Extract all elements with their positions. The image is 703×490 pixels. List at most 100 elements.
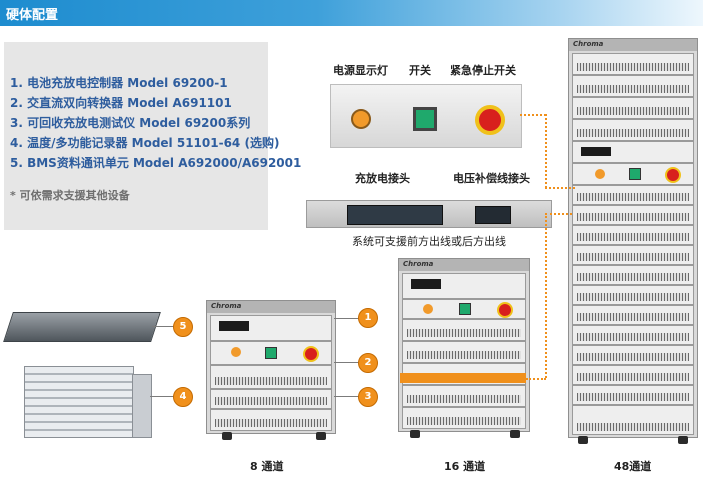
leader-line-5 (152, 326, 174, 327)
switch-panel (330, 84, 522, 148)
leader-line-4 (150, 396, 174, 397)
power-switch-icon[interactable] (413, 107, 437, 131)
power-indicator-label: 电源显示灯 (333, 64, 388, 77)
emergency-stop-label: 紧急停止开关 (450, 64, 516, 77)
connector-panel (306, 200, 552, 228)
rack-48ch-module (572, 305, 694, 325)
rack-8ch-brand: Chroma (211, 302, 242, 310)
badge-3: 3 (358, 387, 378, 407)
rack-48ch-switch-panel (572, 163, 694, 185)
display-icon (411, 279, 441, 289)
rack-16ch-brand: Chroma (403, 260, 434, 268)
rack-48ch-module (572, 365, 694, 385)
rack-48ch-module (572, 385, 694, 405)
vent (577, 273, 689, 281)
dotted-connector (545, 213, 547, 378)
rack-48ch-module (572, 325, 694, 345)
vent (577, 213, 689, 221)
wheel-icon (222, 432, 232, 440)
vent (577, 233, 689, 241)
vent (215, 419, 327, 427)
temperature-recorder-device (24, 366, 134, 438)
section-header: 硬体配置 (0, 0, 703, 26)
power-lamp-icon (231, 347, 241, 357)
vent (215, 397, 327, 405)
vent (407, 329, 521, 337)
vent (577, 193, 689, 201)
power-switch-icon (265, 347, 277, 359)
vent (407, 351, 521, 359)
rack-8ch-converter (210, 365, 332, 389)
rack-48ch-module (572, 345, 694, 365)
bms-unit-device (3, 312, 161, 342)
rack-48ch-top: Chroma (569, 39, 697, 51)
vent (407, 417, 521, 425)
rack-48ch-module (572, 119, 694, 141)
vent (577, 393, 689, 401)
vent (577, 129, 689, 137)
vent (577, 85, 689, 93)
connector-highlight (400, 373, 526, 383)
dotted-connector (545, 114, 547, 188)
rack-16ch-top: Chroma (399, 259, 529, 271)
rack-48ch-module (572, 405, 694, 435)
rack-48ch-brand: Chroma (573, 40, 604, 48)
hardware-item-1: 1. 电池充放电控制器 Model 69200-1 (10, 76, 228, 90)
sense-connector-label: 电压补偿线接头 (453, 172, 530, 185)
rack-48ch-module (572, 245, 694, 265)
vent (577, 293, 689, 301)
vent (577, 107, 689, 115)
rack-16ch-module (402, 341, 526, 363)
rack-8ch: Chroma (206, 300, 336, 434)
rack-48ch-module (572, 265, 694, 285)
vent (577, 253, 689, 261)
emergency-stop-icon[interactable] (475, 105, 505, 135)
dotted-connector (526, 378, 546, 380)
rack-16ch-switch-panel (402, 299, 526, 319)
power-lamp-icon (351, 109, 371, 129)
wheel-icon (316, 432, 326, 440)
vent (577, 63, 689, 71)
vent (577, 423, 689, 431)
leader-line-1 (334, 318, 360, 319)
vent (407, 395, 521, 403)
leader-line-2 (334, 362, 360, 363)
wheel-icon (410, 430, 420, 438)
vent (577, 353, 689, 361)
rack-48ch: Chroma (568, 38, 698, 438)
rack-48ch-module (572, 225, 694, 245)
charge-connector-icon (347, 205, 443, 225)
power-switch-icon (459, 303, 471, 315)
channel-label-8: 8 通道 (250, 460, 284, 473)
vent (215, 377, 327, 385)
rack-16ch-module (402, 385, 526, 407)
rack-48ch-module (572, 53, 694, 75)
rack-48ch-module (572, 185, 694, 205)
badge-1: 1 (358, 308, 378, 328)
emergency-stop-icon (303, 346, 319, 362)
power-lamp-icon (423, 304, 433, 314)
rack-48ch-module (572, 205, 694, 225)
badge-4: 4 (173, 387, 193, 407)
channel-label-16: 16 通道 (444, 460, 486, 473)
hardware-item-5: 5. BMS资料通讯单元 Model A692000/A692001 (10, 156, 302, 170)
rack-8ch-top: Chroma (207, 301, 335, 313)
badge-2: 2 (358, 353, 378, 373)
hardware-item-2: 2. 交直流双向转换器 Model A691101 (10, 96, 232, 110)
vent (577, 333, 689, 341)
sense-connector-icon (475, 206, 511, 224)
display-icon (219, 321, 249, 331)
connector-caption: 系统可支援前方出线或后方出线 (352, 235, 506, 248)
power-lamp-icon (595, 169, 605, 179)
wheel-icon (510, 430, 520, 438)
rack-8ch-controller (210, 315, 332, 341)
vent (577, 313, 689, 321)
hardware-item-4: 4. 温度/多功能记录器 Model 51101-64 (选购) (10, 136, 280, 150)
rack-48ch-module (572, 97, 694, 119)
rack-16ch-controller (402, 273, 526, 299)
emergency-stop-icon (497, 302, 513, 318)
rack-16ch: Chroma (398, 258, 530, 432)
leader-line-3 (334, 396, 360, 397)
dotted-connector (550, 213, 572, 215)
dotted-connector (520, 114, 546, 116)
